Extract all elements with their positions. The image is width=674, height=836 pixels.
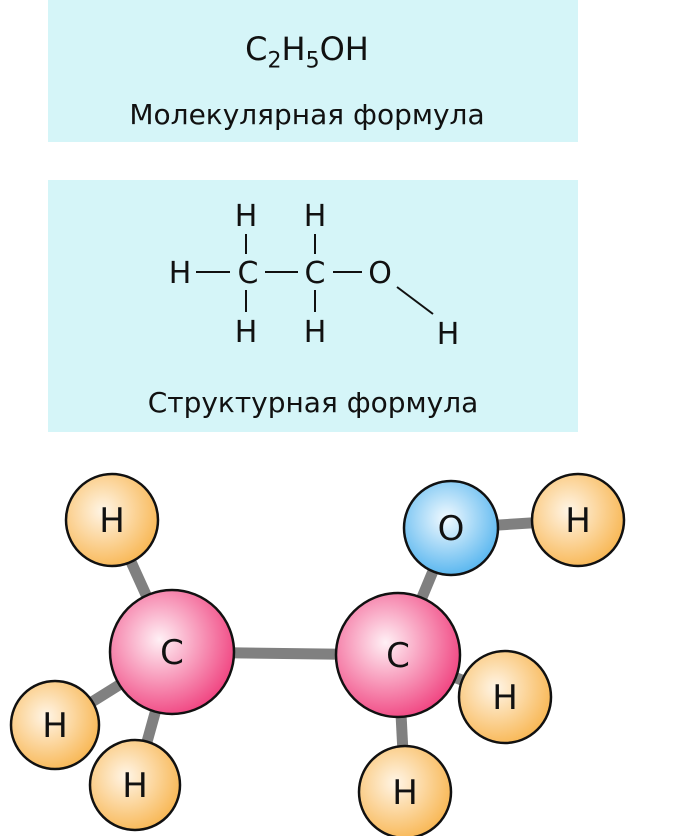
svg-text:H: H xyxy=(42,706,68,746)
svg-text:H: H xyxy=(492,678,518,718)
structural-bonds xyxy=(196,234,434,315)
formula-sub-5: 5 xyxy=(305,48,320,74)
formula-h: H xyxy=(281,30,306,68)
structural-atoms: H H H C C O H H H xyxy=(169,199,460,352)
svg-text:H: H xyxy=(565,501,591,541)
atom-h: H xyxy=(357,744,453,836)
svg-text:C: C xyxy=(386,636,410,676)
svg-text:H: H xyxy=(392,773,418,813)
atom-c: C xyxy=(334,591,462,719)
formula-sub-2: 2 xyxy=(267,48,282,74)
atom-h: H xyxy=(9,679,101,771)
svg-text:H: H xyxy=(99,501,125,541)
atom-h: H xyxy=(64,472,160,568)
formula-oh: OH xyxy=(319,30,369,68)
molecular-formula: C2H5OH xyxy=(245,30,369,73)
atom-o: O xyxy=(402,479,500,577)
atom-h: H xyxy=(457,649,553,745)
svg-text:O: O xyxy=(438,509,465,549)
struct-atom-o: O xyxy=(368,256,392,291)
atom-c: C xyxy=(108,588,236,716)
struct-atom-c: C xyxy=(305,256,326,291)
formula-c: C xyxy=(245,30,268,68)
model-atoms: H C H H C O H H H xyxy=(9,472,626,836)
atom-h: H xyxy=(88,738,182,832)
molecular-formula-panel: C2H5OH Молекулярная формула xyxy=(48,0,578,142)
struct-atom-h: H xyxy=(437,317,460,352)
struct-atom-h: H xyxy=(169,256,192,291)
svg-text:C: C xyxy=(160,633,184,673)
atom-h: H xyxy=(530,472,626,568)
svg-text:H: H xyxy=(122,766,148,806)
struct-atom-h: H xyxy=(304,199,327,234)
struct-atom-h: H xyxy=(235,199,258,234)
struct-atom-h: H xyxy=(304,315,327,350)
structural-formula-label: Структурная формула xyxy=(147,386,479,419)
struct-atom-c: C xyxy=(238,256,259,291)
structural-formula-panel: Структурная формула xyxy=(48,180,578,432)
molecular-formula-label: Молекулярная формула xyxy=(129,98,485,131)
struct-atom-h: H xyxy=(235,315,258,350)
